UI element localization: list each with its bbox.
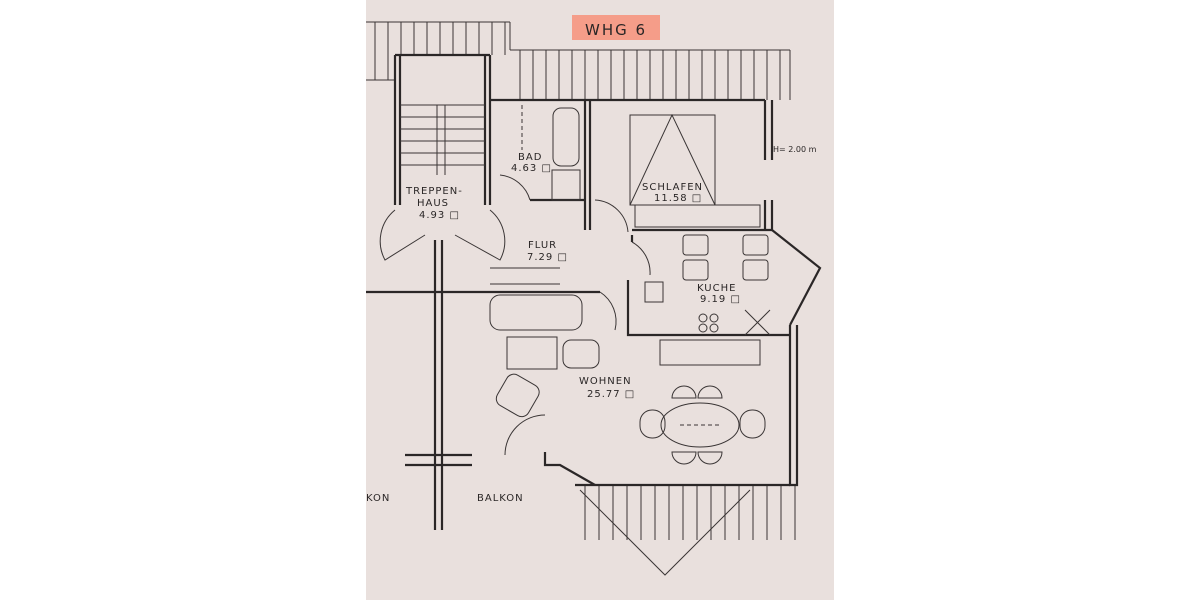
room-name: TREPPEN- — [405, 186, 463, 197]
room-area: 11.58 □ — [654, 193, 702, 204]
title-highlight — [572, 15, 660, 40]
dimension-lines — [521, 105, 720, 426]
room-name: WOHNEN — [579, 376, 632, 387]
balcony-label: BALKON — [477, 493, 524, 504]
furniture — [489, 107, 771, 576]
ceiling-height-note: H= 2.00 m — [773, 145, 817, 154]
room-name: KUCHE — [697, 283, 736, 294]
room-area: 9.19 □ — [700, 294, 741, 305]
room-area: 25.77 □ — [587, 389, 635, 400]
staircase — [400, 104, 560, 285]
room-name: FLUR — [528, 240, 557, 251]
roof-rafters — [374, 22, 796, 540]
walls — [366, 53, 822, 530]
doors — [379, 174, 651, 456]
room-area: 4.63 □ — [511, 163, 552, 174]
room-name: HAUS — [417, 198, 449, 209]
room-name: SCHLAFEN — [642, 182, 703, 193]
room-name: BAD — [518, 152, 542, 163]
plan-title: WHG 6 — [585, 21, 647, 39]
room-area: 4.93 □ — [419, 210, 460, 221]
balcony-label: KON — [366, 493, 390, 504]
room-area: 7.29 □ — [527, 252, 568, 263]
